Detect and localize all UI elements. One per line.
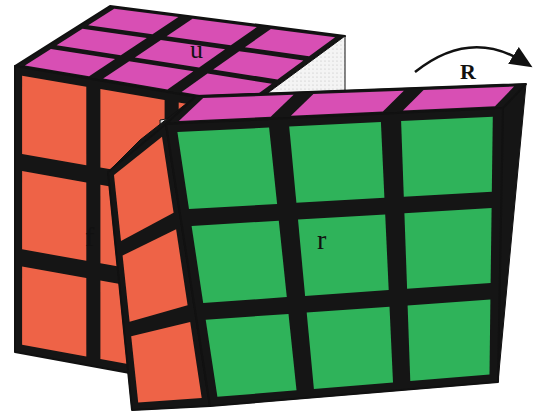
top-sticker	[167, 19, 257, 45]
slice-outline	[108, 84, 526, 410]
slice-front-sticker	[131, 322, 202, 402]
top-sticker	[245, 29, 335, 56]
slice-top-sticker	[179, 95, 294, 121]
face-label: u	[190, 37, 203, 63]
top-sticker	[213, 51, 303, 79]
slice-right-sticker	[289, 122, 384, 203]
front-sticker	[22, 267, 86, 357]
top-sticker	[88, 9, 178, 35]
slice-right-sticker	[408, 300, 491, 382]
slice-top-sticker	[291, 91, 404, 116]
slice-front-sticker	[123, 229, 188, 321]
slice-right-sticker	[307, 307, 393, 389]
front-sticker	[22, 171, 86, 261]
slice-right-sticker	[404, 208, 491, 289]
slice-right-sticker	[401, 117, 493, 197]
front-sticker	[22, 76, 86, 165]
top-sticker	[57, 29, 147, 55]
face-label: f	[85, 223, 94, 251]
top-sticker	[135, 40, 225, 67]
slice-right-sticker	[298, 214, 389, 296]
slice-top-sticker	[403, 87, 514, 111]
slice-right-sticker	[177, 128, 277, 210]
slice-right-face	[166, 108, 503, 406]
slice-right-sticker	[192, 221, 287, 303]
face-label: r	[317, 226, 326, 254]
slice-right-sticker	[206, 314, 297, 397]
move-label: R	[460, 61, 476, 83]
slice-front-sticker	[114, 137, 174, 241]
